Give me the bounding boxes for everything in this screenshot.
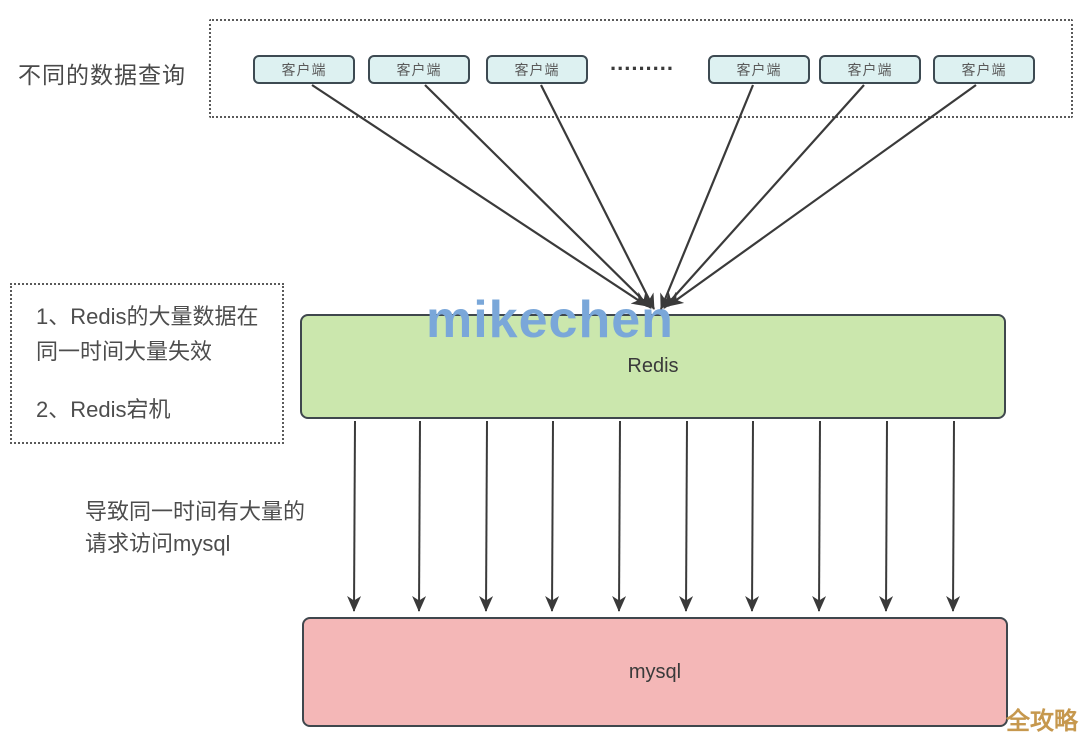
arrow-client2-redis <box>424 84 652 309</box>
mysql-node: mysql <box>302 617 1008 727</box>
watermark-text: mikechen <box>426 291 674 349</box>
client-to-redis-arrows <box>311 84 977 310</box>
arrow-down-8 <box>812 420 827 612</box>
arrow-down-6 <box>679 420 694 612</box>
mysql-label: mysql <box>628 660 682 683</box>
client-node-1: 客户端 <box>253 55 355 84</box>
arrow-down-9 <box>879 420 894 612</box>
redis-label: Redis <box>627 355 679 377</box>
cause-dotted-box: 1、Redis的大量数据在 同一时间大量失效 2、Redis宕机 <box>10 283 284 444</box>
arrow-client3-redis <box>540 84 655 310</box>
cause-item-1: 1、Redis的大量数据在 同一时间大量失效 <box>36 304 259 364</box>
arrow-down-2 <box>412 420 427 612</box>
arrow-down-1 <box>347 420 362 612</box>
arrow-down-4 <box>545 420 560 612</box>
client-node-5: 客户端 <box>819 55 921 84</box>
arrow-client6-redis <box>667 84 977 307</box>
effect-note: 导致同一时间有大量的 请求访问mysql <box>85 499 306 556</box>
arrow-client5-redis <box>663 84 865 309</box>
brand-badge-text: 全攻略 <box>1006 708 1078 735</box>
arrow-down-5 <box>612 420 627 612</box>
client-node-4: 客户端 <box>708 55 810 84</box>
arrow-down-10 <box>946 420 961 612</box>
arrow-down-3 <box>479 420 494 612</box>
client-node-6: 客户端 <box>933 55 1035 84</box>
arrow-client4-redis <box>659 84 755 310</box>
redis-node: Redis <box>300 314 1006 419</box>
client-node-3: 客户端 <box>486 55 588 84</box>
query-title: 不同的数据查询 <box>18 62 186 88</box>
client-node-2: 客户端 <box>368 55 470 84</box>
arrow-client1-redis <box>311 84 648 307</box>
redis-to-mysql-arrows <box>347 420 961 612</box>
clients-ellipsis: ......... <box>610 50 675 75</box>
cause-item-2: 2、Redis宕机 <box>36 397 171 422</box>
arrow-down-7 <box>745 420 760 612</box>
